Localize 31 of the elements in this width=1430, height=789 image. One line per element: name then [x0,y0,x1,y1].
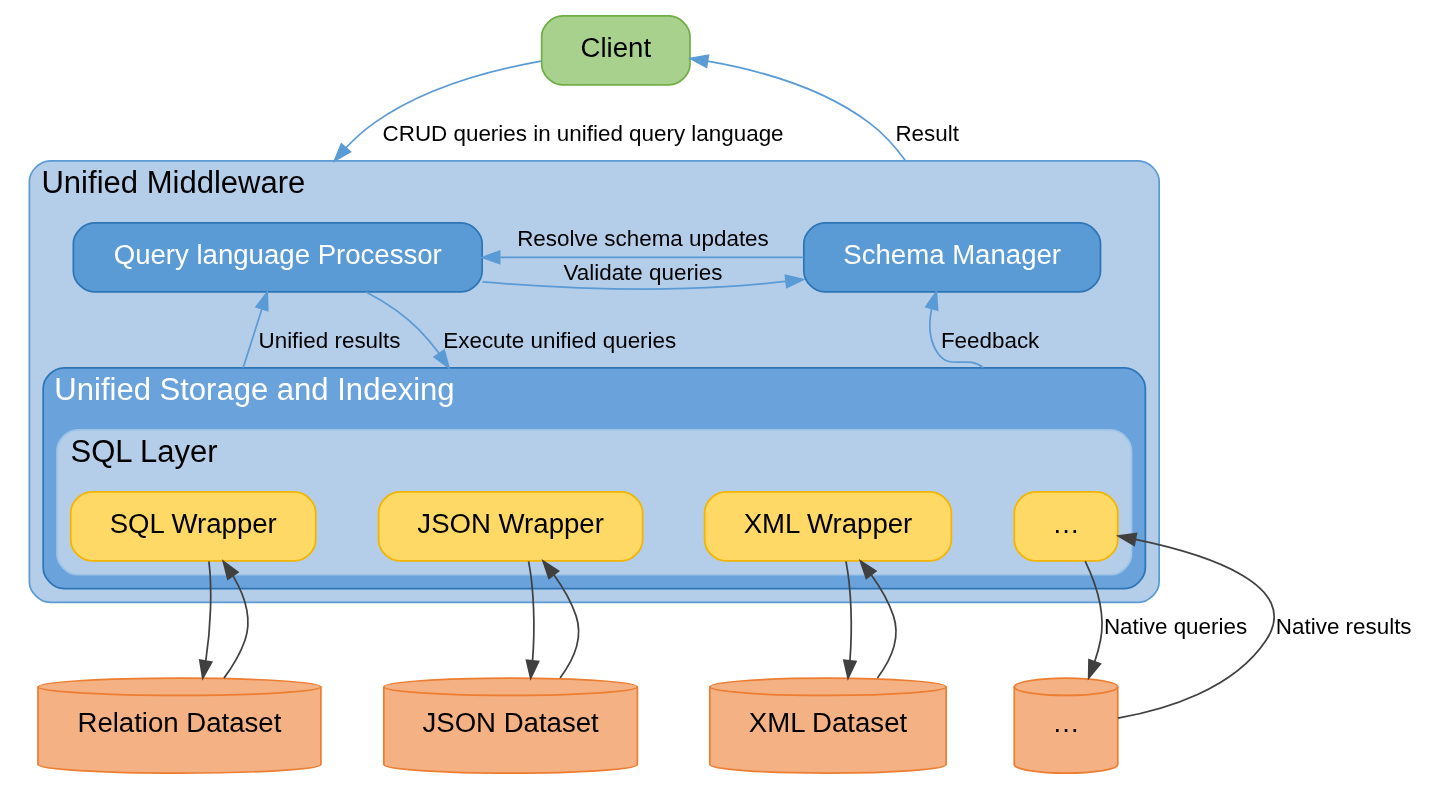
arrow [481,274,806,290]
edge-label: Unified results [258,327,401,353]
edge-label: Execute unified queries [443,327,677,353]
arrow [479,250,805,265]
arrow [221,559,249,679]
node-box: Client [540,15,691,86]
arrow [924,289,985,369]
node-box: Schema Manager [802,222,1102,293]
edge-label: Native queries [1103,614,1248,640]
arrow [842,560,858,681]
arrow [525,560,540,681]
edge-label: Validate queries [563,260,723,286]
arrow [242,289,269,369]
arrow [858,559,897,679]
edge-label: Result [895,120,959,146]
edge-label: Feedback [940,327,1040,353]
arrow [198,560,214,681]
arrow [365,291,451,370]
node-box: XML Wrapper [703,491,953,562]
edge-label: Native results [1275,614,1412,640]
edge-label: Resolve schema updates [517,225,769,251]
arrow [332,60,543,163]
edge-label: CRUD queries in unified query language [382,120,784,146]
arrow [1084,560,1103,681]
node-box: … [1013,491,1119,562]
node-box: SQL Wrapper [69,491,317,562]
arrow [687,54,907,162]
arrow [541,559,580,679]
node-box: JSON Wrapper [377,491,644,562]
arrow [1115,532,1275,719]
node-box: Query language Processor [72,222,483,293]
